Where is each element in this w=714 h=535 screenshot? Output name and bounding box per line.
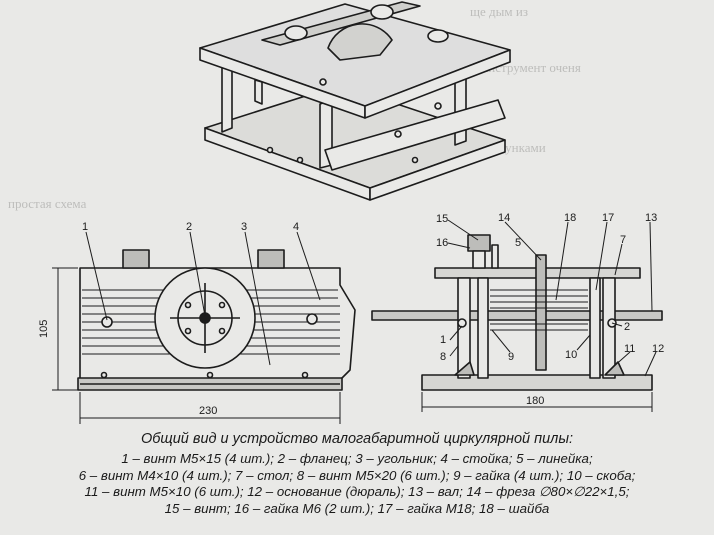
dimension-side-width-label: 180	[526, 395, 544, 407]
callout-labels: 1 2 3 4 15 16 14 5 18 17 13 7 1 8 9 10 2…	[38, 212, 664, 417]
callout-side-10: 10	[565, 349, 577, 361]
front-view	[77, 249, 356, 391]
callout-side-15: 15	[436, 213, 448, 225]
side-view	[371, 234, 663, 391]
dimension-height-label: 105	[38, 320, 50, 338]
caption-line: 11 – винт М5×10 (6 шт.); 12 – основание …	[84, 484, 630, 499]
caption-title: Общий вид и устройство малогабаритной ци…	[140, 431, 574, 447]
callout-side-11: 11	[624, 343, 635, 355]
background-text-fragment: простая схема	[8, 196, 87, 211]
callout-side-1: 1	[440, 334, 446, 346]
callout-side-17: 17	[602, 212, 614, 224]
callout-side-5: 5	[515, 237, 521, 249]
background-text-fragment: ще дым из	[470, 4, 528, 19]
callout-side-16: 16	[436, 237, 448, 249]
callout-side-9: 9	[508, 351, 514, 363]
callout-front-3: 3	[241, 221, 247, 233]
leader-lines	[85, 219, 657, 377]
caption-line: 1 – винт М5×15 (4 шт.); 2 – фланец; 3 – …	[121, 451, 593, 466]
callout-side-13: 13	[645, 212, 657, 224]
caption-line: 6 – винт М4×10 (4 шт.); 7 – стол; 8 – ви…	[78, 467, 636, 483]
callout-side-18: 18	[564, 212, 576, 224]
callout-front-1: 1	[82, 221, 88, 233]
caption-line: 15 – винт; 16 – гайка М6 (2 шт.); 17 – г…	[164, 500, 550, 516]
callout-side-12: 12	[652, 343, 664, 355]
callout-side-14: 14	[498, 212, 510, 224]
isometric-view	[199, 1, 511, 201]
dimension-lines	[52, 267, 653, 424]
callout-side-8: 8	[440, 351, 446, 363]
callout-side-7: 7	[620, 234, 626, 246]
callout-side-2: 2	[624, 321, 630, 333]
callout-front-4: 4	[293, 221, 299, 233]
figure-caption: Общий вид и устройство малогабаритной ци…	[0, 430, 714, 517]
dimension-front-width-label: 230	[199, 405, 217, 417]
callout-front-2: 2	[186, 221, 192, 233]
